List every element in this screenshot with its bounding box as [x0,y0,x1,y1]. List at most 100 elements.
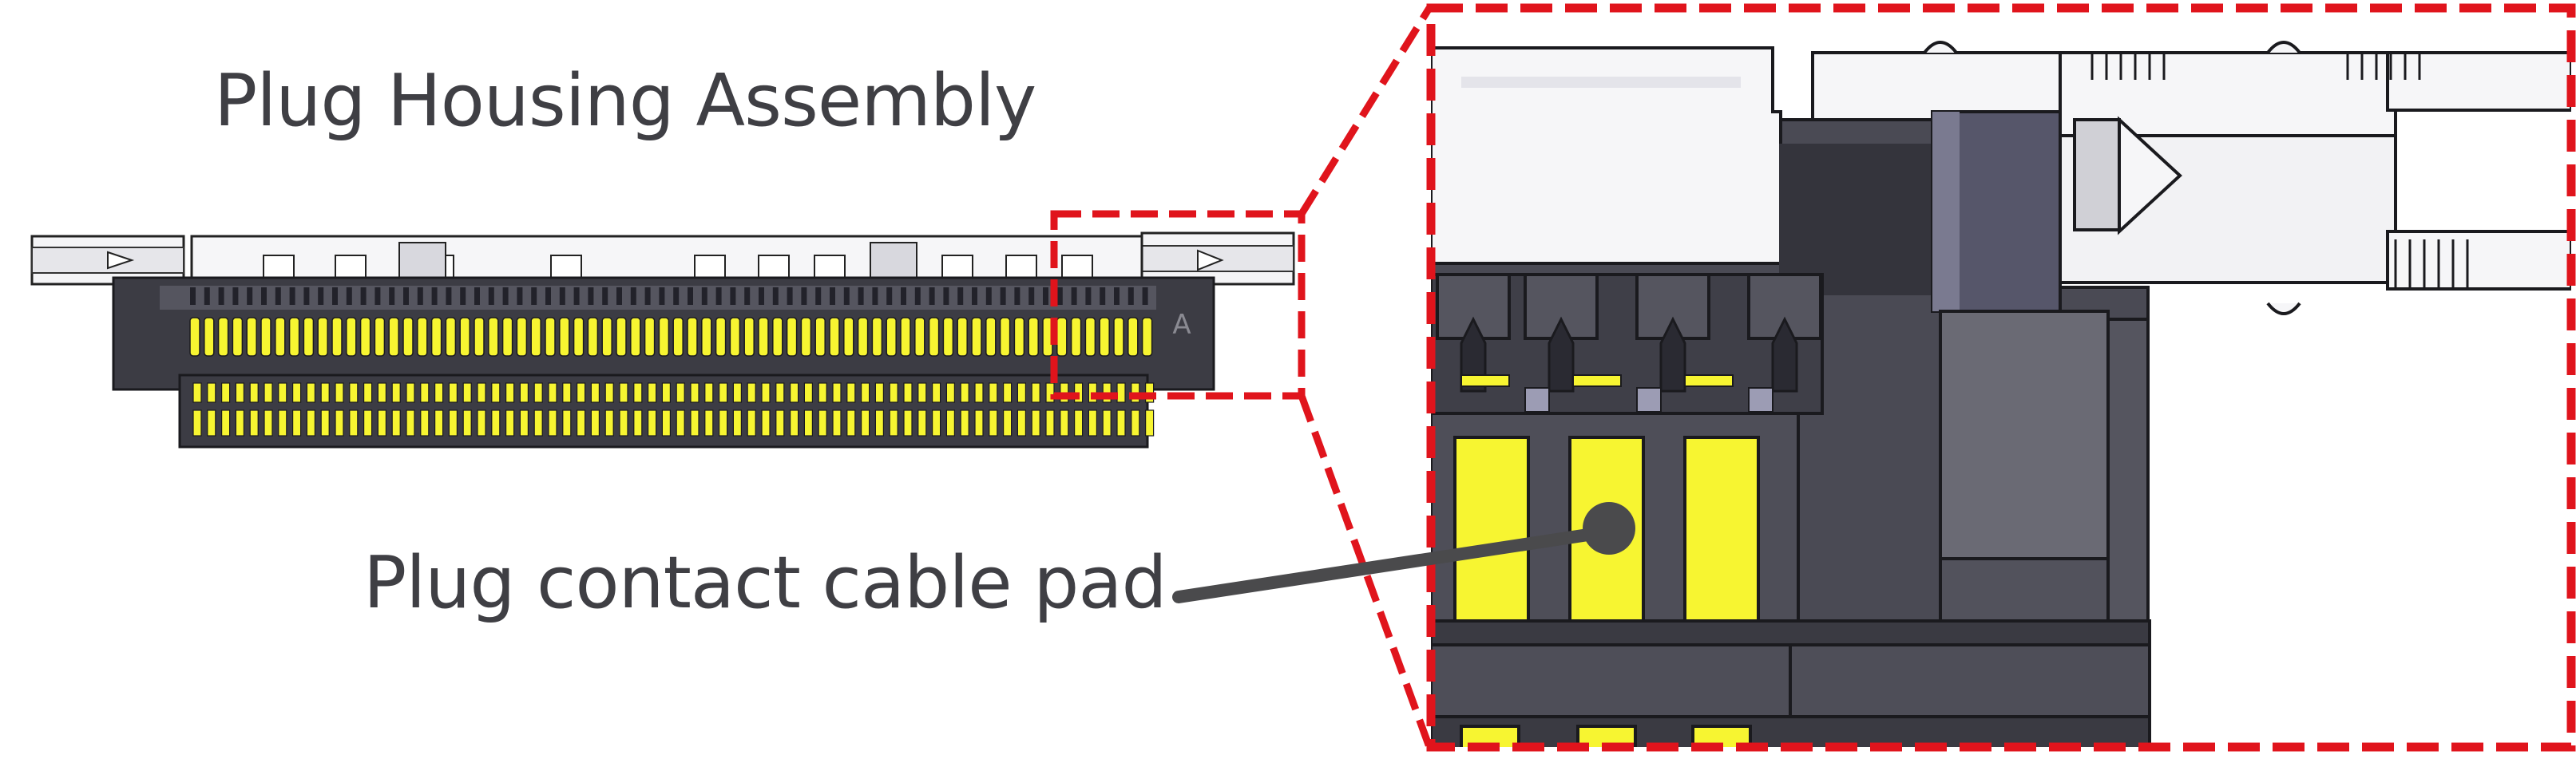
contact-pad [477,409,486,437]
contact-pad [633,382,643,403]
contact-pad [377,382,386,403]
contact-pad [349,409,359,437]
contact-pad [420,409,430,437]
contact-pad [690,409,699,437]
contact-pad [818,409,827,437]
contact-pad [789,382,799,403]
contact-pad [434,382,444,403]
callout-dot [1583,502,1635,555]
contact-pad [590,382,600,403]
contact-pad [630,317,641,357]
contact-pad [488,317,499,357]
contact-pad [1013,317,1025,357]
contact-pad [587,317,599,357]
contact-pad [789,409,799,437]
contact-pad [914,317,925,357]
contact-pad [633,409,643,437]
contact-pad [604,382,614,403]
contact-pad [1045,409,1055,437]
contact-pad [1141,317,1153,357]
contact-pad [391,409,401,437]
contact-pad [619,382,628,403]
contact-pad [718,409,728,437]
contact-pad [917,382,927,403]
contact-pad [317,317,328,357]
contact-pad [661,382,672,403]
contact-pad [818,382,827,403]
contact-pad [204,317,215,357]
contact-pad [786,317,798,357]
contact-pad [474,317,485,357]
contact-pad [803,409,814,437]
diagram-title: Plug Housing Assembly [214,59,1036,143]
contact-pad [264,382,273,403]
right-latch-arm [1140,231,1295,286]
contact-pad [292,382,302,403]
contact-pad [874,409,885,437]
contact-pad [249,382,259,403]
contact-pad [1102,409,1112,437]
contact-pad [430,317,442,357]
contact-pad [661,409,672,437]
contact-pad [832,382,842,403]
contact-pad [445,317,457,357]
contact-pad [672,317,684,357]
magnified-detail [1426,3,2576,752]
left-latch-arm [30,235,185,286]
contact-pad [331,317,343,357]
contact-pad [349,382,359,403]
contact-pad [505,382,515,403]
contact-pad [448,409,458,437]
contact-pad [335,409,344,437]
contact-pad [491,409,501,437]
contact-pad [548,382,557,403]
contact-pad [530,317,541,357]
contact-pad [931,409,941,437]
contact-pad [217,317,229,357]
callout-label: Plug contact cable pad [363,541,1167,625]
contact-pad [288,317,300,357]
contact-pad [363,409,373,437]
contact-pad [761,409,771,437]
contact-pad [235,382,244,403]
contact-pad [406,409,415,437]
contact-pad [1031,382,1040,403]
lower-contact-pad-row [192,382,1155,437]
contact-pad [491,382,501,403]
contact-pad [701,317,712,357]
contact-pad [232,317,244,357]
contact-pad [676,409,685,437]
contact-pad [303,317,315,357]
contact-pad [704,382,714,403]
contact-pad [533,409,543,437]
contact-pad [501,317,513,357]
contact-pad [417,317,428,357]
contact-pad [1131,409,1140,437]
contact-pad [647,382,657,403]
contact-pad [974,409,984,437]
contact-pad [971,317,982,357]
contact-pad [448,382,458,403]
contact-pad [388,317,399,357]
contact-pad [900,317,911,357]
contact-pad [761,382,771,403]
contact-pad [278,382,287,403]
contact-pad [533,382,543,403]
contact-pad [320,409,330,437]
contact-pad [346,317,357,357]
contact-pad [562,409,572,437]
contact-pad [803,382,814,403]
contact-pad [221,382,231,403]
contact-pad [590,409,600,437]
contact-pad [391,382,401,403]
contact-pad [1070,317,1082,357]
contact-pad [743,317,755,357]
contact-pad [573,317,585,357]
contact-pad [1073,409,1084,437]
contact-pad [1116,409,1126,437]
contact-pad [320,382,330,403]
contact-pad [889,409,898,437]
plug-housing-assembly-drawing: A [30,231,1295,449]
contact-pad [292,409,302,437]
contact-pad [402,317,414,357]
